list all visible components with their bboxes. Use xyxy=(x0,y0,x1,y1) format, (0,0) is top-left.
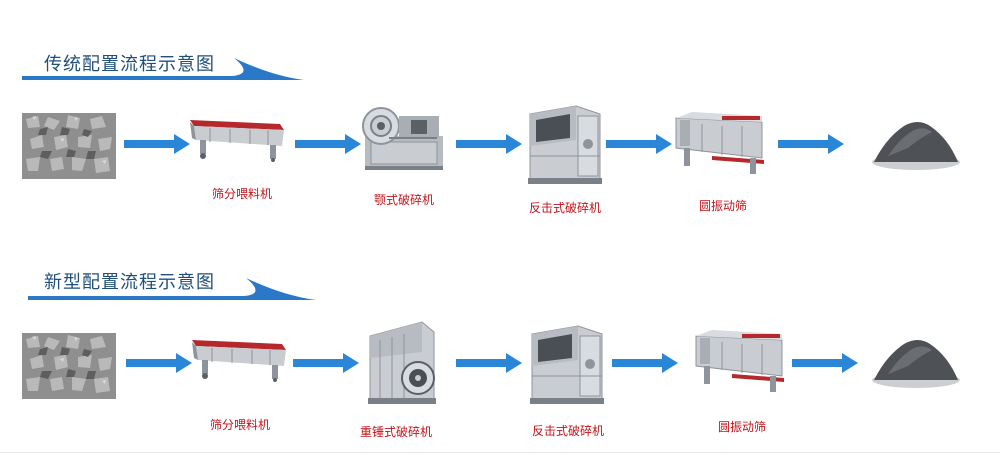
sand-pile-image xyxy=(868,116,964,172)
hammer-crusher-icon xyxy=(366,318,438,408)
flow-arrow xyxy=(295,134,361,154)
raw-stone-image xyxy=(22,333,116,399)
flow-arrow xyxy=(124,134,190,154)
flow-title: 新型配置流程示意图 xyxy=(44,272,215,293)
flow-arrow xyxy=(456,134,522,154)
flow-traditional: 传统配置流程示意图 筛分喂料机 xyxy=(22,54,964,215)
step-label: 颚式破碎机 xyxy=(373,193,435,207)
flow-arrow xyxy=(606,134,672,154)
jaw-crusher-icon xyxy=(361,102,447,172)
step-label: 重锤式破碎机 xyxy=(359,425,433,439)
flow-title: 传统配置流程示意图 xyxy=(44,54,215,75)
flow-arrow xyxy=(778,134,844,154)
vibrating-screen-icon xyxy=(672,108,768,178)
title-swoosh xyxy=(28,278,316,300)
sand-pile-image xyxy=(868,334,964,390)
flow-arrow xyxy=(792,353,858,373)
vibrating-screen-icon xyxy=(692,326,788,396)
title-swoosh xyxy=(22,58,304,80)
step-label: 反击式破碎机 xyxy=(528,201,602,215)
step-label: 圆振动筛 xyxy=(698,199,748,213)
bottom-divider xyxy=(0,452,1000,453)
impact-crusher-icon xyxy=(526,320,606,406)
vibrating-feeder-icon xyxy=(190,116,286,162)
step-label: 筛分喂料机 xyxy=(211,187,273,201)
step-label: 筛分喂料机 xyxy=(209,418,271,432)
flow-arrow xyxy=(126,353,192,373)
vibrating-feeder-icon xyxy=(192,336,288,382)
step-label: 反击式破碎机 xyxy=(531,424,605,438)
flow-arrow xyxy=(612,353,678,373)
flow-arrow xyxy=(456,353,522,373)
impact-crusher-icon xyxy=(524,100,604,186)
raw-stone-image xyxy=(22,113,116,179)
flow-arrow xyxy=(293,353,359,373)
step-label: 圆振动筛 xyxy=(717,420,767,434)
